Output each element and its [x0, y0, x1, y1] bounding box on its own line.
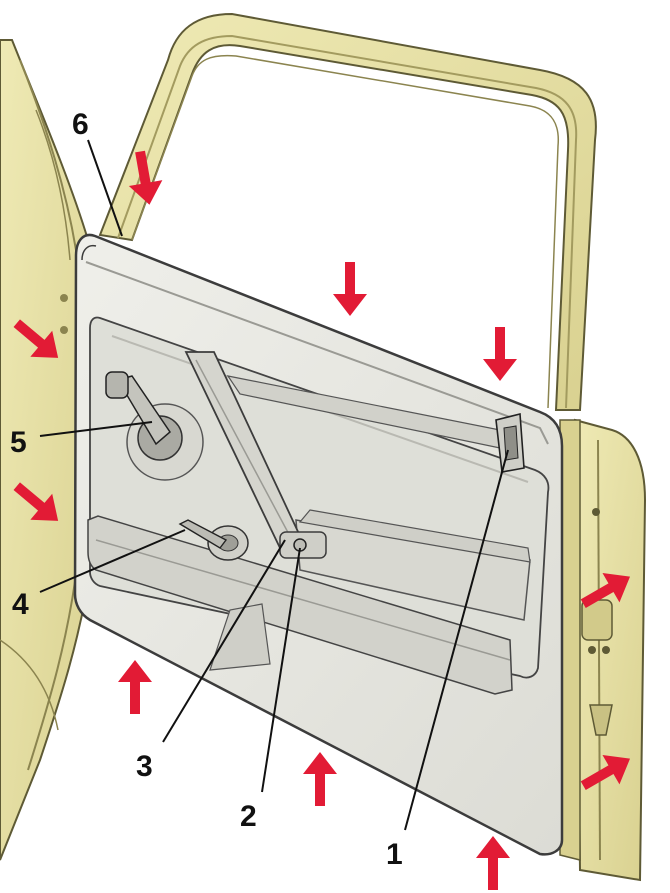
callout-6: 6: [72, 108, 89, 141]
red-arrow-icon: [333, 262, 367, 316]
callout-3: 3: [136, 750, 153, 783]
leader-line-2: [261, 547, 301, 793]
armrest: [184, 351, 501, 559]
red-arrow-icon: [118, 660, 152, 714]
red-arrow-icon: [13, 319, 59, 358]
red-arrow-icon: [128, 150, 163, 205]
door-shell-right: [559, 418, 647, 882]
red-arrow-icon: [303, 752, 337, 806]
inner-door-handle: [178, 519, 249, 561]
leader-line-3: [162, 539, 286, 743]
callout-4: 4: [12, 588, 29, 621]
callout-5: 5: [10, 426, 27, 459]
leader-line-4: [39, 529, 186, 593]
leader-line-5: [39, 421, 153, 437]
callout-1: 1: [386, 838, 403, 871]
callout-2: 2: [240, 800, 257, 833]
door-lock-pull: [495, 412, 525, 473]
red-arrow-icon: [580, 572, 631, 608]
red-arrow-icon: [483, 327, 517, 381]
leader-lines: [39, 139, 509, 831]
window-frame: [98, 12, 597, 411]
red-arrow-icon: [580, 754, 631, 790]
leader-line-6: [87, 139, 123, 237]
callout-labels: 1 2 3 4 5 6: [10, 108, 403, 871]
red-arrow-icon: [13, 482, 59, 521]
red-arrow-icon: [476, 836, 510, 890]
clip-arrows: [13, 150, 631, 890]
leader-line-1: [404, 449, 509, 831]
